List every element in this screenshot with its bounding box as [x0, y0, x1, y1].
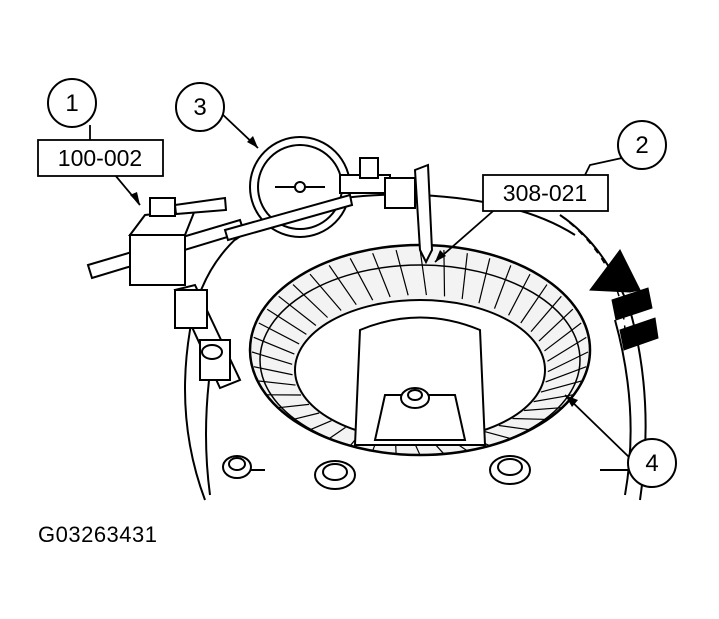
svg-text:4: 4	[645, 450, 658, 477]
svg-text:2: 2	[635, 132, 648, 159]
gear-tooth	[520, 284, 548, 324]
svg-text:308-021: 308-021	[503, 180, 587, 206]
dial-indicator-holder	[86, 196, 246, 390]
svg-text:3: 3	[193, 94, 206, 121]
callout-3: 3	[175, 82, 225, 132]
gear-tooth	[538, 308, 574, 342]
lower-bolts	[314, 455, 531, 490]
gear-tooth	[278, 403, 310, 409]
gear-tooth	[419, 248, 427, 296]
gear-tooth	[545, 366, 587, 383]
gear-tooth	[524, 407, 562, 412]
gear-tooth	[395, 249, 409, 296]
gear-tooth	[478, 258, 491, 304]
gear-tooth	[461, 253, 468, 300]
gear-tooth	[292, 284, 328, 318]
gear-tooth	[292, 412, 320, 421]
svg-text:1: 1	[65, 90, 78, 117]
figure-id: G03263431	[38, 522, 158, 547]
gear-tooth	[253, 366, 293, 376]
ring-gear-teeth	[251, 248, 589, 456]
gear-tooth	[258, 380, 296, 386]
leader-arrowheads	[130, 136, 578, 407]
gear-tooth	[266, 308, 307, 335]
callout-2: 2	[617, 120, 667, 170]
gear-tooth	[328, 426, 346, 440]
part-label-100-002: 100-002	[37, 139, 164, 177]
gear-tooth	[540, 380, 582, 393]
gear-tooth	[530, 295, 562, 333]
differential-carrier	[353, 316, 487, 446]
gear-tooth	[372, 252, 391, 298]
gear-tooth	[349, 258, 374, 301]
part-label-308-021: 308-021	[482, 174, 609, 212]
gear-tooth	[493, 265, 512, 309]
gear-tooth	[258, 322, 300, 345]
leader-lines	[89, 111, 633, 461]
gear-tooth	[483, 430, 511, 440]
gear-tooth	[328, 265, 357, 306]
gear-tooth	[547, 336, 587, 362]
gear-tooth	[278, 295, 317, 326]
dial-indicator	[223, 136, 434, 265]
housing-arc-dashes	[559, 214, 626, 331]
callout-1: 1	[47, 78, 97, 128]
gear-tooth	[547, 351, 589, 373]
gear-tooth	[508, 273, 531, 316]
gear-tooth	[544, 322, 582, 352]
svg-text:100-002: 100-002	[58, 145, 142, 171]
gear-tooth	[443, 250, 446, 297]
gear-tooth	[309, 273, 342, 311]
rotation-arrow-icon	[589, 249, 659, 351]
gear-tooth	[253, 336, 295, 355]
gear-tooth	[512, 417, 547, 421]
gear-tooth	[498, 424, 531, 431]
callout-4: 4	[627, 438, 677, 488]
gear-tooth	[251, 351, 293, 365]
gear-tooth	[309, 420, 332, 431]
housing-bolt	[222, 455, 252, 479]
